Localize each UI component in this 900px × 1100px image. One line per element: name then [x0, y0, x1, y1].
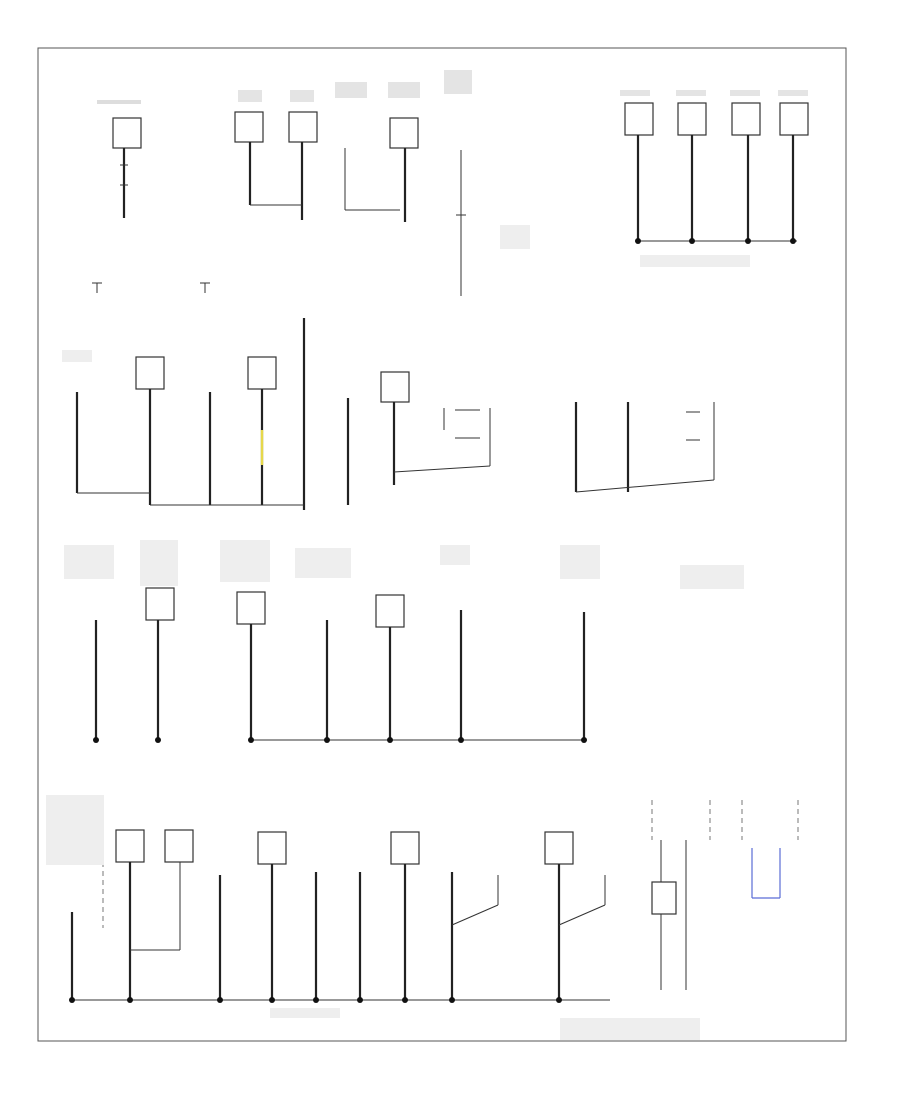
row4-right-group — [651, 800, 799, 990]
row2-center-group — [380, 371, 491, 485]
component-box — [380, 371, 410, 403]
component-box — [112, 117, 142, 149]
component-box — [390, 831, 420, 865]
component-box — [135, 356, 165, 390]
diagram-frame — [37, 47, 847, 1042]
component-box — [677, 102, 707, 136]
component-box — [247, 356, 277, 390]
component-box — [288, 111, 318, 143]
row3-components — [93, 587, 587, 743]
component-box — [779, 102, 809, 136]
faint-label-marks — [46, 70, 808, 1040]
component-box — [731, 102, 761, 136]
component-box — [145, 587, 175, 621]
component-box — [544, 831, 574, 865]
row1-components — [92, 111, 466, 296]
component-box — [234, 111, 264, 143]
component-box — [375, 594, 405, 628]
component-box — [624, 102, 654, 136]
component-box — [236, 591, 266, 625]
component-box — [115, 829, 145, 863]
row2-right-group — [574, 402, 715, 493]
component-box — [164, 829, 194, 863]
component-box — [389, 117, 419, 149]
component-box — [257, 831, 287, 865]
row1-right-bank — [624, 102, 809, 244]
row2-left-group — [75, 318, 350, 510]
row4-components — [69, 829, 610, 1003]
component-box — [651, 881, 677, 915]
